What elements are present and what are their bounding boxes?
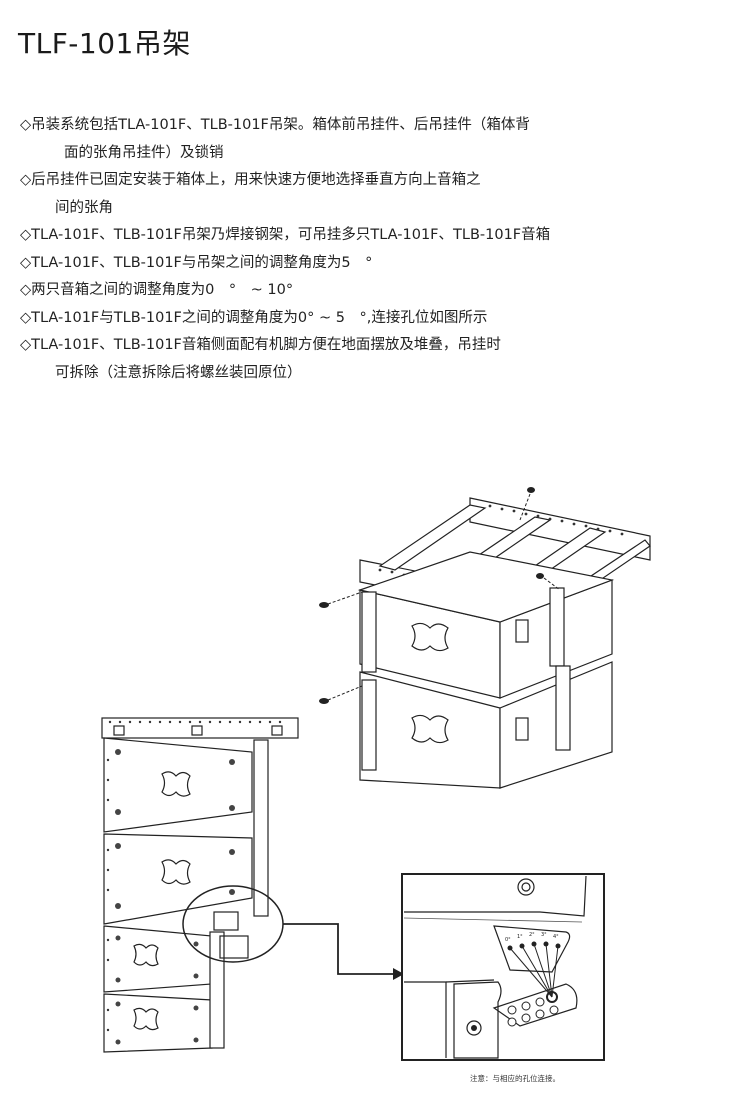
callout-arrow-line: [283, 923, 393, 975]
bullet-1-line-2: 面的张角吊挂件）及锁销: [64, 144, 224, 161]
connection-detail-box: 0° 1° 2° 3° 4°: [401, 873, 605, 1061]
bullet-2-line-1: ◇后吊挂件已固定安装于箱体上，用来快速方便地选择垂直方向上音箱之: [20, 172, 481, 188]
bullet-7-line-2: 可拆除（注意拆除后将螺丝装回原位）: [55, 364, 302, 381]
bullet-1-line-1: ◇吊装系统包括TLA-101F、TLB-101F吊架。箱体前吊挂件、后吊挂件（箱…: [20, 117, 530, 133]
angle-label-2: 2°: [529, 932, 535, 938]
bullet-3: ◇TLA-101F、TLB-101F吊架乃焊接钢架，可吊挂多只TLA-101F、…: [20, 227, 551, 243]
bullet-5: ◇两只音箱之间的调整角度为0 ° ~ 10°: [20, 282, 294, 298]
figure-note: 注意：与相应的孔位连接。: [470, 1074, 560, 1083]
angle-label-1: 1°: [517, 934, 523, 940]
side-view-stack-drawing: [101, 717, 299, 1053]
bullet-4: ◇TLA-101F、TLB-101F与吊架之间的调整角度为5 °: [20, 254, 373, 271]
bullet-7-line-1: ◇TLA-101F、TLB-101F音箱侧面配有机脚方便在地面摆放及堆叠，吊挂时: [20, 337, 501, 353]
bullet-2-line-2: 间的张角: [55, 199, 113, 216]
rigging-illustration: 0° 1° 2° 3° 4°: [0, 460, 750, 1100]
angle-label-0: 0°: [505, 937, 511, 943]
bullet-list: ◇吊装系统包括TLA-101F、TLB-101F吊架。箱体前吊挂件、后吊挂件（箱…: [20, 112, 720, 387]
callout-arrow-head: [393, 968, 404, 980]
page-title: TLF-101吊架: [18, 27, 191, 60]
angle-label-3: 3°: [541, 932, 547, 938]
isometric-array-drawing: [319, 487, 651, 789]
angle-label-4: 4°: [553, 934, 559, 940]
bullet-6: ◇TLA-101F与TLB-101F之间的调整角度为0° ~ 5 °,连接孔位如…: [20, 309, 488, 326]
